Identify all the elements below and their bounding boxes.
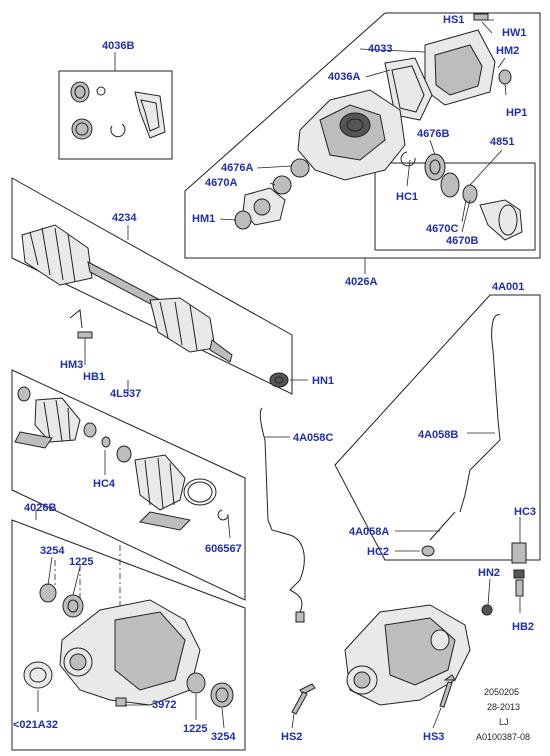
callout-4A058B: 4A058B <box>418 429 459 441</box>
seal-ring <box>71 118 93 140</box>
plug <box>115 697 127 707</box>
callout-4036B: 4036B <box>102 40 135 52</box>
callout-HB2: HB2 <box>512 621 535 633</box>
seal <box>272 175 292 195</box>
breather-pipe <box>259 407 305 613</box>
cv-kit-group <box>11 369 246 601</box>
callout-HN1: HN1 <box>312 375 335 387</box>
bolt <box>515 579 524 597</box>
circlip <box>400 151 416 167</box>
leader-lines <box>37 19 521 729</box>
drawing-ref-3: LJ <box>499 717 509 727</box>
drawing-ref-2: 28-2013 <box>487 702 521 712</box>
callout-4670A: 4670A <box>205 177 238 189</box>
lower-frame <box>11 519 246 751</box>
nut <box>481 604 493 616</box>
callout-4234: 4234 <box>112 212 137 224</box>
callout-4A058C: 4A058C <box>293 432 334 444</box>
callout-4676B: 4676B <box>417 128 450 140</box>
callout-HB1: HB1 <box>83 371 106 383</box>
drawing-ref-4: A0100387-08 <box>476 732 531 742</box>
callout-4033: 4033 <box>368 43 393 55</box>
inner-boot <box>149 297 216 353</box>
callout-HM2: HM2 <box>496 45 520 57</box>
seal-kit-4036B-group <box>58 52 173 160</box>
callout-4036A: 4036A <box>328 71 361 83</box>
shaft-frame <box>11 177 293 395</box>
callout-4676A: 4676A <box>221 162 254 174</box>
callout-3254-bottom: 3254 <box>211 731 236 743</box>
callout-HC4: HC4 <box>93 478 116 490</box>
callout-4A001: 4A001 <box>492 281 525 293</box>
callout-HW1: HW1 <box>502 27 527 39</box>
callout-4670C: 4670C <box>426 223 459 235</box>
callout-606567: 606567 <box>205 543 242 555</box>
callout-4026A: 4026A <box>345 276 378 288</box>
callout-HC2: HC2 <box>367 546 390 558</box>
differential-upper-group <box>184 12 541 274</box>
callout-4670B: 4670B <box>446 235 479 247</box>
mount-bushing <box>511 542 527 564</box>
callout-4A058A: 4A058A <box>349 526 390 538</box>
bearing <box>424 153 446 181</box>
callout-4851: 4851 <box>490 136 515 148</box>
callout-HS3: HS3 <box>423 731 445 743</box>
callout-1225-bottom: 1225 <box>183 723 208 735</box>
seal <box>234 210 252 230</box>
assembly-frame <box>184 12 541 259</box>
cv-kit-frame <box>11 369 246 601</box>
callout-3972: 3972 <box>152 699 177 711</box>
cv-boot <box>21 224 93 286</box>
mounting-bolt <box>439 681 453 708</box>
callout-4026B: 4026B <box>24 502 57 514</box>
magnet <box>498 69 512 85</box>
bearing <box>290 158 310 178</box>
callout-021A32: <021A32 <box>13 719 58 731</box>
callout-4L537: 4L537 <box>110 388 142 400</box>
o-ring <box>96 86 106 96</box>
circlip <box>110 123 126 138</box>
breather-frame <box>334 294 541 561</box>
mounting-bolt <box>291 691 308 715</box>
callout-HC3: HC3 <box>514 506 537 518</box>
callout-1225-top: 1225 <box>69 556 94 568</box>
retaining-clip <box>69 309 83 329</box>
callout-HM1: HM1 <box>192 213 216 225</box>
hub-nut <box>269 372 289 388</box>
outer-boot <box>34 397 81 443</box>
callout-HP1: HP1 <box>506 107 528 119</box>
callout-HS1: HS1 <box>443 14 465 26</box>
breather-hose <box>459 314 501 513</box>
callout-3254-top: 3254 <box>40 545 65 557</box>
callout-HC1: HC1 <box>396 191 419 203</box>
seal-kit-box <box>58 70 173 160</box>
breather-group <box>259 294 541 623</box>
differential-lower-group <box>11 510 246 751</box>
drawing-ref-1: 2050205 <box>484 687 520 697</box>
circlip <box>217 509 229 521</box>
bolt <box>77 331 93 339</box>
mount-hardware-group <box>291 542 527 715</box>
sub-frame <box>374 162 536 251</box>
callout-HS2: HS2 <box>281 731 303 743</box>
callout-HN2: HN2 <box>478 567 501 579</box>
screw <box>473 13 489 21</box>
callout-HM3: HM3 <box>60 359 84 371</box>
drive-shaft-group <box>11 177 293 395</box>
seal-ring <box>70 81 90 103</box>
